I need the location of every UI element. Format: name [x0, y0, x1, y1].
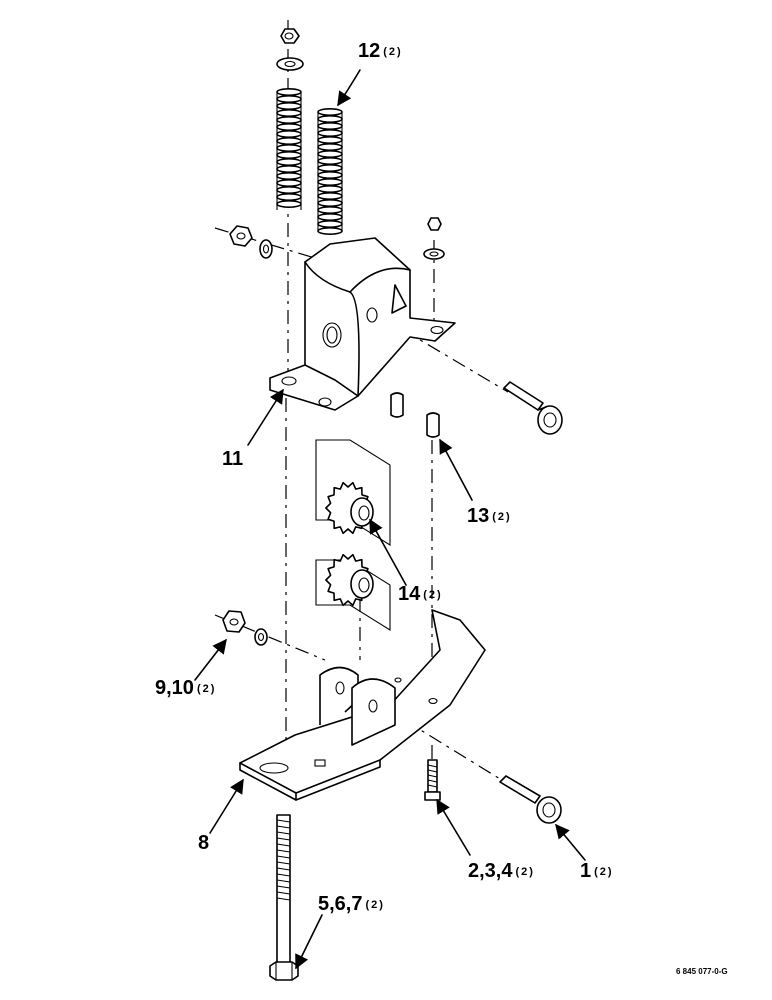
nut-washer-upper [229, 225, 273, 259]
shoulder-bolt-upper [503, 381, 563, 435]
callout-5-6-7: 5,6,7(2) [318, 893, 385, 915]
spring-assembly-12 [276, 28, 343, 236]
shoulder-bolt-1 [499, 775, 562, 824]
callout-9-10: 9,10(2) [155, 677, 217, 699]
figure-id: 6 845 077-0-G [676, 967, 728, 976]
spacers-13 [390, 392, 440, 438]
callout-13: 13(2) [467, 505, 512, 527]
callout-1: 1(2) [580, 860, 614, 882]
callout-2-3-4: 2,3,4(2) [468, 860, 535, 882]
long-bolt-5-6-7 [269, 814, 299, 981]
nut-washer-9-10 [222, 610, 268, 646]
callout-8: 8 [198, 832, 210, 854]
callout-12: 12(2) [358, 40, 403, 62]
callout-14: 14(2) [398, 583, 443, 605]
screw-2-3-4 [424, 759, 441, 801]
callout-11: 11 [222, 448, 244, 470]
leader-arrows [194, 69, 586, 970]
base-bracket-8 [239, 609, 486, 801]
gears-14 [315, 439, 391, 631]
upper-bracket-11 [269, 217, 456, 411]
